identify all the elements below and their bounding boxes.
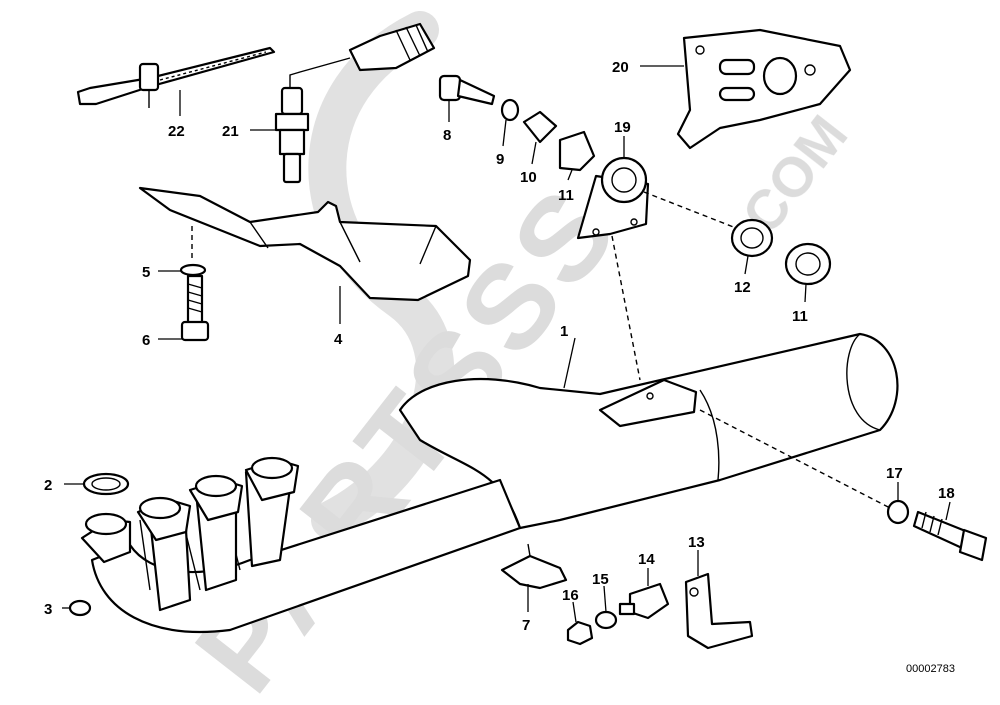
part-1-exhaust-silencer (80, 332, 899, 633)
part-7-clamp (500, 543, 568, 590)
part-2-gasket-ring (82, 472, 130, 496)
callout-labels: 1 2 3 4 5 6 7 8 9 10 11 11 12 13 14 15 1… (44, 59, 955, 634)
assembly-axes (191, 191, 891, 509)
callout-5: 5 (142, 264, 150, 281)
callout-18: 18 (938, 485, 955, 502)
part-3-nut (68, 599, 92, 617)
header-flange (80, 512, 132, 564)
part-11-rubber-grommet-upper (558, 130, 596, 172)
callout-11-lower: 11 (792, 308, 808, 325)
part-22-cable-tie (76, 46, 276, 108)
part-5-washer (179, 263, 207, 277)
part-12-grommet (730, 218, 774, 258)
part-9-washer (500, 98, 520, 122)
part-14-rubber-mount (618, 582, 670, 620)
part-11-rubber-grommet-lower (784, 242, 832, 286)
part-17-washer (886, 499, 910, 525)
part-6-bolt (180, 274, 210, 342)
part-16-nut (566, 620, 594, 646)
part-10-spacer (522, 110, 558, 144)
header-flange (136, 496, 192, 542)
leader-lines (62, 65, 951, 623)
part-20-mounting-plate (676, 28, 852, 150)
part-15-washer (594, 610, 618, 630)
callout-12: 12 (734, 279, 751, 296)
callout-7: 7 (522, 617, 530, 634)
callout-10: 10 (520, 169, 537, 186)
callout-6: 6 (142, 332, 150, 349)
callout-15: 15 (592, 571, 609, 588)
callout-3: 3 (44, 601, 52, 618)
part-4-heat-shield (138, 186, 472, 302)
callout-17: 17 (886, 465, 903, 482)
callout-21: 21 (222, 123, 239, 140)
callout-2: 2 (44, 477, 52, 494)
callout-4: 4 (334, 331, 343, 348)
part-13-bracket (684, 572, 754, 650)
callout-13: 13 (688, 534, 705, 551)
callout-1: 1 (560, 323, 568, 340)
callout-8: 8 (443, 127, 451, 144)
part-18-bolt (912, 510, 988, 562)
callout-22: 22 (168, 123, 185, 140)
part-8-bolt (438, 74, 496, 106)
part-19-mounting-bracket (576, 156, 650, 240)
callout-19: 19 (614, 119, 631, 136)
callout-14: 14 (638, 551, 655, 568)
part-21-oxygen-sensor (274, 22, 436, 184)
callout-20: 20 (612, 59, 629, 76)
callout-9: 9 (496, 151, 504, 168)
header-flange (188, 474, 244, 522)
header-flange (244, 456, 300, 502)
drawing-code: 00002783 (906, 663, 955, 675)
callout-11-upper: 11 (558, 187, 574, 204)
callout-16: 16 (562, 587, 579, 604)
